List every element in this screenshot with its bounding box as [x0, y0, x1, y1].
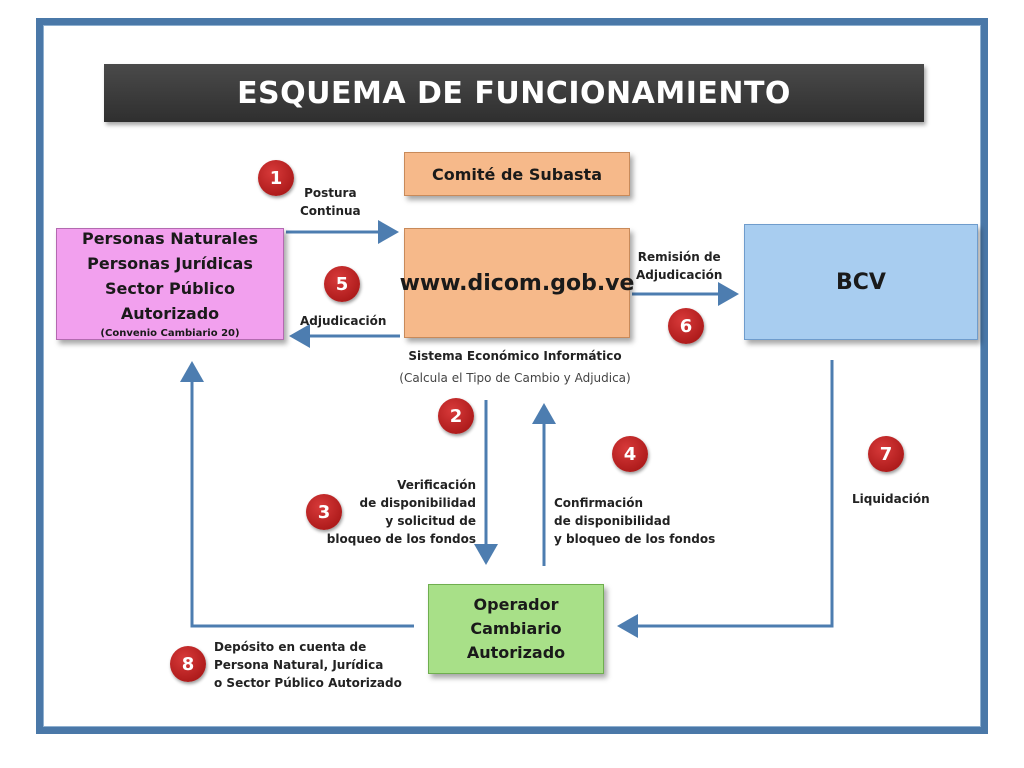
operator-box: Operador Cambiario Autorizado	[428, 584, 604, 674]
step-8-line-2: Persona Natural, Jurídica	[214, 658, 384, 672]
committee-box: Comité de Subasta	[404, 152, 630, 196]
step-3-line-4: bloqueo de los fondos	[326, 532, 476, 546]
arrow-liquidacion	[617, 360, 834, 638]
step-4-line-2: de disponibilidad	[554, 514, 671, 528]
diagram-title: ESQUEMA DE FUNCIONAMIENTO	[104, 64, 924, 122]
step-3-badge: 3	[306, 494, 342, 530]
step-4-label: Confirmación de disponibilidad y bloqueo…	[554, 494, 715, 548]
step-3-label: Verificación de disponibilidad y solicit…	[318, 476, 476, 548]
step-8-line-1: Depósito en cuenta de	[214, 640, 367, 654]
step-1-line-1: Postura	[304, 186, 357, 200]
bcv-box: BCV	[744, 224, 978, 340]
step-3-line-1: Verificación	[397, 478, 476, 492]
dicom-caption: Sistema Económico Informático	[408, 349, 622, 363]
step-1-badge: 1	[258, 160, 294, 196]
step-8-badge: 8	[170, 646, 206, 682]
step-7-badge: 7	[868, 436, 904, 472]
step-3-line-2: de disponibilidad	[359, 496, 476, 510]
operator-line-3: Autorizado	[466, 643, 566, 662]
persons-line-1: Personas Naturales	[81, 229, 259, 248]
step-5-badge: 5	[324, 266, 360, 302]
operator-line-1: Operador	[473, 595, 559, 614]
step-1-label: Postura Continua	[300, 184, 361, 220]
step-7-label: Liquidación	[852, 492, 930, 506]
step-6-label: Remisión de Adjudicación	[636, 248, 722, 284]
step-5-label: Adjudicación	[300, 314, 387, 328]
arrow-deposito	[180, 361, 414, 628]
persons-box: Personas Naturales Personas Jurídicas Se…	[56, 228, 284, 340]
dicom-box: www.dicom.gob.ve	[400, 228, 634, 338]
step-8-line-3: o Sector Público Autorizado	[214, 676, 402, 690]
step-8-label: Depósito en cuenta de Persona Natural, J…	[214, 638, 402, 692]
step-2-badge: 2	[438, 398, 474, 434]
step-4-badge: 4	[612, 436, 648, 472]
bcv-label: BCV	[836, 269, 886, 295]
persons-note: (Convenio Cambiario 20)	[100, 328, 240, 339]
step-6-line-1: Remisión de	[637, 250, 721, 264]
persons-line-2: Personas Jurídicas	[87, 254, 253, 273]
dicom-url: www.dicom.gob.ve	[399, 270, 635, 296]
step-6-line-2: Adjudicación	[636, 268, 723, 282]
step-4-line-1: Confirmación	[554, 496, 644, 510]
step-4-line-3: y bloqueo de los fondos	[554, 532, 716, 546]
step-6-badge: 6	[668, 308, 704, 344]
step-3-line-3: y solicitud de	[385, 514, 476, 528]
operator-line-2: Cambiario	[470, 619, 562, 638]
committee-label: Comité de Subasta	[432, 164, 602, 184]
dicom-subcaption: (Calcula el Tipo de Cambio y Adjudica)	[399, 371, 631, 385]
step-1-line-2: Continua	[300, 204, 361, 218]
persons-line-3: Sector Público Autorizado	[105, 279, 235, 323]
